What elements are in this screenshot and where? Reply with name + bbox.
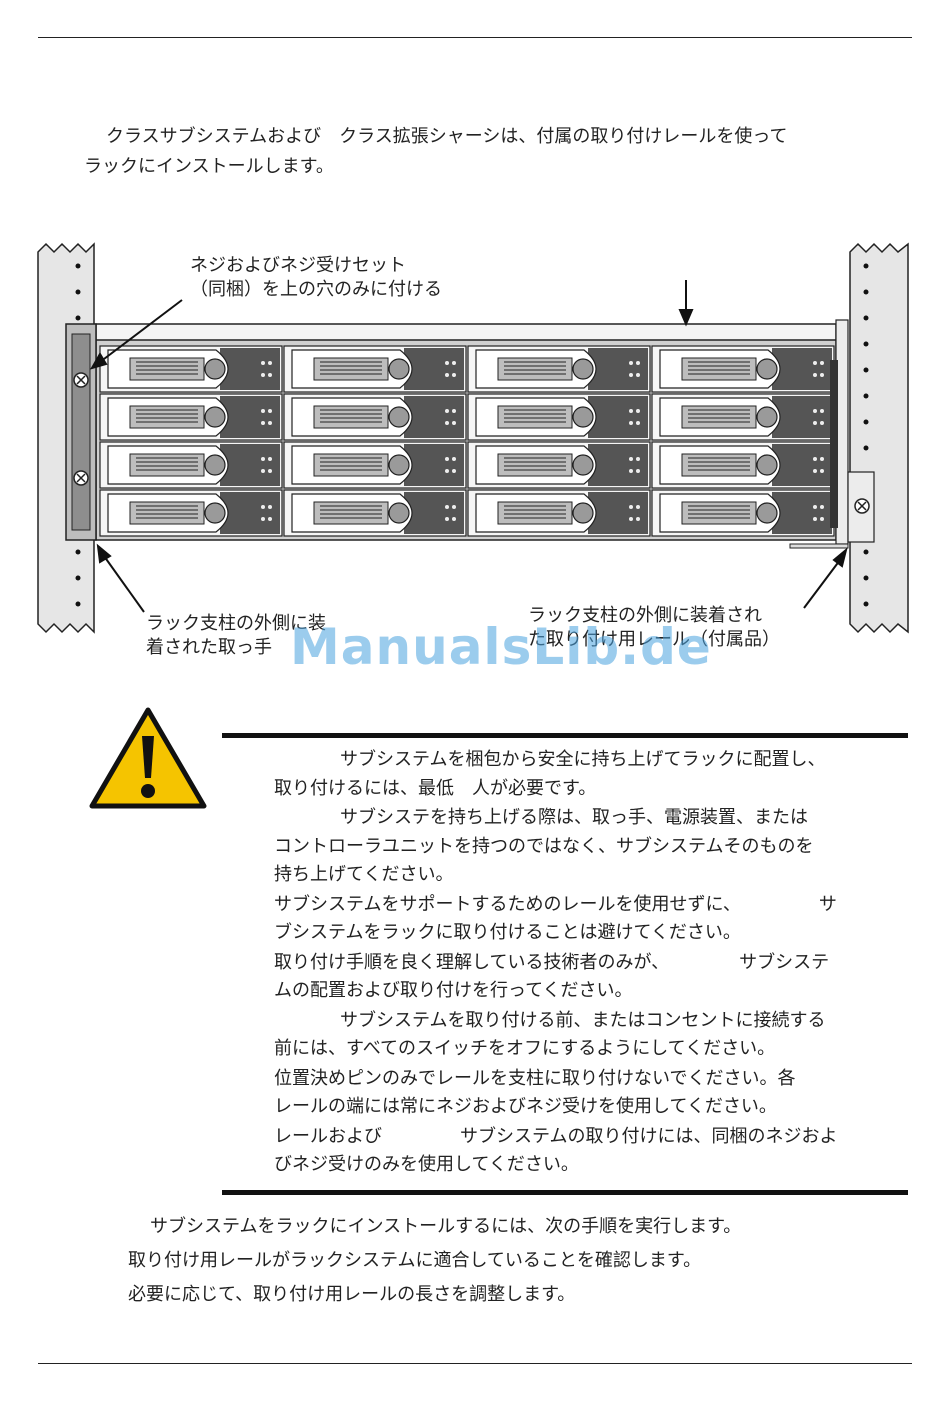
rack-post-holes (75, 263, 869, 607)
caution-item: サブシステムを梱包から安全に持ち上げてラックに配置し、 取り付けるには、最低 人… (274, 749, 826, 799)
caution-item: 取り付け手順を良く理解している技術者のみが、サブシステ ムの配置および取り付けを… (274, 951, 830, 1002)
steps-lead: サブシステムをラックにインストールするには、次の手順を実行します。 (150, 1216, 742, 1237)
drive-bay (99, 393, 283, 441)
caution-item: サブシステムを取り付ける前、またはコンセントに接続する 前には、すべてのスイッチ… (274, 1009, 826, 1060)
caution-top-bar (222, 733, 908, 738)
callout-rail: ラック支柱の外側に装着され た取り付け用レール（付属品） (528, 604, 780, 652)
drive-bay (467, 345, 651, 393)
callout-rail-line-1: ラック支柱の外側に装着され (528, 605, 762, 626)
drive-bay (651, 345, 835, 393)
callout-handle-line-2: 着された取っ手 (146, 637, 272, 658)
drive-bay (651, 441, 835, 489)
bottom-rule (38, 1363, 912, 1364)
rack-mount-diagram (37, 242, 909, 634)
drive-bay (651, 489, 835, 537)
callout-screw-line-2: （同梱）を上の穴のみに付ける (190, 279, 442, 300)
caution-text: サブシステムを梱包から安全に持ち上げてラックに配置し、 取り付けるには、最低 人… (274, 746, 904, 1181)
callout-screw-line-1: ネジおよびネジ受けセット (190, 255, 406, 276)
intro-line-2: ラックにインストールします。 (84, 156, 334, 177)
drive-bay (467, 441, 651, 489)
callout-screw-set: ネジおよびネジ受けセット （同梱）を上の穴のみに付ける (190, 254, 442, 302)
drive-bay (283, 489, 467, 537)
drive-bay (283, 441, 467, 489)
right-rail-bracket (789, 319, 875, 549)
left-handle (65, 323, 97, 541)
caution-item: 位置決めピンのみでレールを支柱に取り付けないでください。各 レールの端には常にネ… (274, 1067, 796, 1118)
callout-rail-line-2: た取り付け用レール（付属品） (528, 629, 780, 650)
step-2: 必要に応じて、取り付け用レールの長さを調整します。 (128, 1284, 576, 1305)
drive-bay (651, 393, 835, 441)
top-rule (38, 37, 912, 38)
drive-bay (467, 393, 651, 441)
drive-bays (99, 345, 835, 537)
warning-triangle-icon (88, 706, 208, 814)
drive-bay (283, 393, 467, 441)
drive-bay (283, 345, 467, 393)
drive-bay (99, 489, 283, 537)
caution-item: サブシステムをサポートするためのレールを使用せずに、サ ブシステムをラックに取り… (274, 893, 837, 944)
caution-item: レールおよびサブシステムの取り付けには、同梱のネジおよ びネジ受けのみを使用して… (274, 1125, 838, 1176)
callout-arrows (89, 280, 848, 613)
callout-handle: ラック支柱の外側に装 着された取っ手 (146, 612, 326, 660)
caution-bottom-bar (222, 1190, 908, 1195)
intro-line-1: クラスサブシステムおよび クラス拡張シャーシは、付属の取り付けレールを使って (106, 126, 788, 147)
drive-bay (99, 441, 283, 489)
caution-item: サブシステを持ち上げる際は、取っ手、電源装置、または コントローラユニットを持つ… (274, 807, 814, 885)
right-rack-post (849, 242, 909, 634)
watermark: ManualsLib.de (290, 618, 712, 676)
install-steps: サブシステムをラックにインストールするには、次の手順を実行します。 取り付け用レ… (128, 1210, 741, 1312)
intro-paragraph: クラスサブシステムおよび クラス拡張シャーシは、付属の取り付けレールを使って ラ… (84, 122, 904, 182)
drive-bay (99, 345, 283, 393)
callout-handle-line-1: ラック支柱の外側に装 (146, 613, 326, 634)
step-1: 取り付け用レールがラックシステムに適合していることを確認します。 (128, 1250, 702, 1271)
drive-bay (467, 489, 651, 537)
